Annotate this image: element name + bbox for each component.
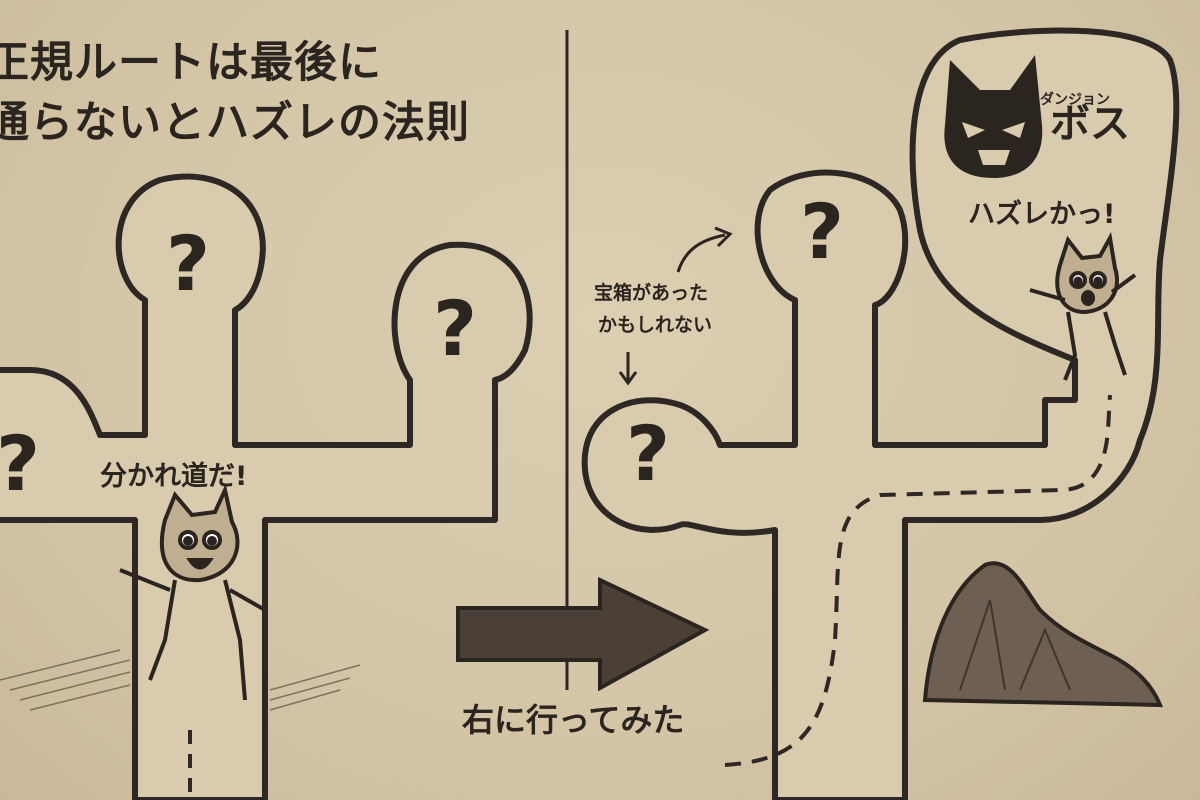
page-title-line1: 正規ルートは最後に (0, 38, 382, 88)
boss-cat-icon (944, 55, 1043, 178)
left-room-left-question: ? (0, 419, 40, 508)
cat-right (1029, 232, 1137, 381)
left-grass-shading (0, 649, 361, 711)
treasure-hint-line1: 宝箱があった (594, 282, 709, 304)
hint-down-arrow-icon (618, 352, 638, 386)
treasure-hint-line2: かもしれない (598, 314, 713, 336)
left-speech-text: 分かれ道だ! (100, 461, 248, 492)
right-room-top-question: ? (800, 187, 844, 276)
cat-left (119, 483, 266, 701)
center-caption: 右に行ってみた (462, 701, 685, 739)
right-arrow-icon (456, 576, 710, 692)
boss-ruby-text: ダンジョン (1040, 92, 1110, 108)
left-room-right-question: ? (433, 284, 477, 373)
hint-up-arrow-icon (676, 233, 726, 273)
hint-up-arrowhead (714, 226, 733, 248)
right-room-left-question: ? (626, 409, 670, 498)
boss-label: ボス (1050, 101, 1130, 147)
left-room-top-question: ? (166, 219, 210, 308)
mountain-illustration (922, 561, 1163, 708)
right-speech-text: ハズレかっ! (968, 199, 1116, 230)
page-title-line2: 通らないとハズレの法則 (0, 98, 470, 148)
left-maze-path (0, 173, 533, 800)
